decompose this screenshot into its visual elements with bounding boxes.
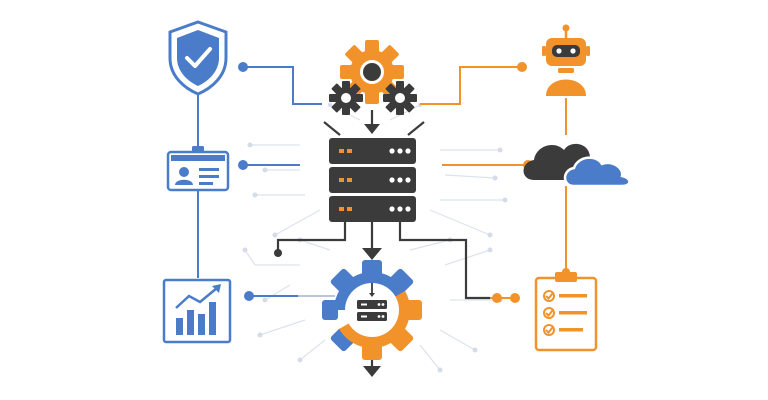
right-connector-dots — [492, 62, 533, 303]
server-unit — [329, 196, 416, 222]
left-connector-dots — [238, 62, 254, 301]
center-arrowheads — [274, 124, 382, 377]
bar-chart-icon — [162, 278, 232, 344]
gears-icon — [329, 40, 417, 115]
shield-check-icon — [168, 20, 228, 96]
server-stack-icon — [329, 138, 416, 222]
server-unit — [329, 138, 416, 164]
left-connectors — [197, 66, 335, 297]
server-unit — [329, 167, 416, 193]
center-connectors — [276, 110, 490, 368]
checklist-clipboard-icon — [534, 268, 598, 352]
robot-icon — [542, 24, 590, 96]
gear-server-icon — [322, 260, 422, 360]
id-card-icon — [166, 146, 230, 192]
right-connectors — [420, 66, 567, 299]
background-network — [244, 104, 505, 371]
cloud-icon — [523, 143, 631, 188]
